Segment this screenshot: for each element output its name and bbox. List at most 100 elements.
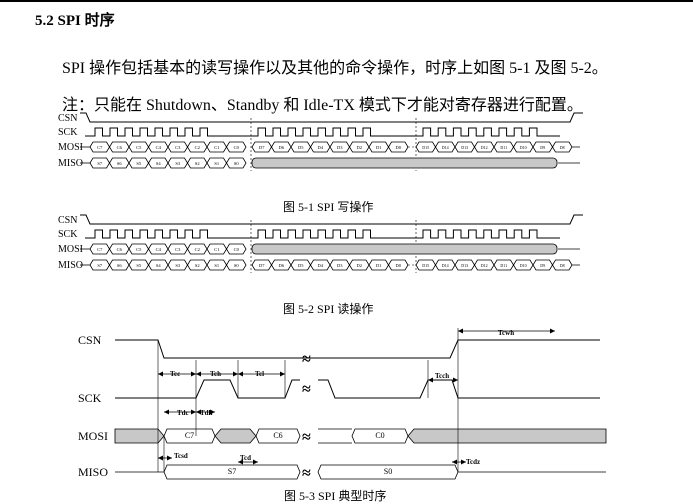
paragraph-2: 注：只能在 Shutdown、Standby 和 Idle-TX 模式下才能对寄… <box>62 97 583 114</box>
fig3-sck-wave <box>115 379 600 399</box>
fig3-tcl-label: Tcl <box>255 370 264 378</box>
fig1-miso-status-bit-label: S2 <box>195 161 200 166</box>
fig1-miso-status-bit-label: S3 <box>175 161 181 166</box>
fig2-mosi-cmd-bit-label: C6 <box>117 247 123 252</box>
fig3-tdh-label: Tdh <box>200 409 213 417</box>
fig2-miso-status-bit-label: S2 <box>195 263 200 268</box>
paragraph-1: SPI 操作包括基本的读写操作以及其他的命令操作，时序上如图 5-1 及图 5-… <box>62 60 608 77</box>
fig3-mosi-bit-c6-label: C6 <box>273 431 282 440</box>
fig1-undefined-bar <box>251 157 558 169</box>
fig1-data-lsb-bit-label: D0 <box>396 145 402 150</box>
fig3-break-mark: ≈ <box>302 465 311 482</box>
figure-5-3-caption: 图 5-3 SPI 典型时序 <box>284 489 387 503</box>
fig1-data-msb-bit-label: D11 <box>500 145 507 150</box>
fig2-data-lsb-bit-label: D5 <box>298 263 304 268</box>
fig3-tcdz-arrow-head-right <box>461 459 466 465</box>
fig1-miso-status-bit-label: S7 <box>97 161 103 166</box>
fig2-miso-status-bit-label: S3 <box>175 263 181 268</box>
fig1-data-msb-bit-label: D12 <box>481 145 488 150</box>
section-heading: 5.2 SPI 时序 <box>35 13 115 29</box>
fig1-data-msb-bit-label: D10 <box>520 145 527 150</box>
fig3-tcl-arrow-head-left <box>238 371 243 377</box>
fig2-miso-status-bit-label: S1 <box>214 263 219 268</box>
fig3-tcl-arrow-head-right <box>280 371 285 377</box>
fig3-tch-arrow-head-left <box>196 371 201 377</box>
fig2-mosi-cmd-bit-label: C2 <box>195 247 200 252</box>
fig3-tcwh-label: Tcwh <box>498 329 514 337</box>
fig2-data-lsb-bit-label: D2 <box>357 263 363 268</box>
fig1-data-lsb-bit-label: D5 <box>298 145 304 150</box>
fig2-data-lsb-bit-label: D7 <box>259 263 265 268</box>
header-rule <box>0 0 693 2</box>
fig2-undefined-bar <box>251 243 558 255</box>
fig1-sck-wave <box>85 127 560 137</box>
fig2-data-msb-bit-label: D10 <box>520 263 527 268</box>
fig3-tcch-label: Tcch <box>435 372 449 380</box>
fig3-tcc-label: Tcc <box>170 370 180 378</box>
fig2-miso-status-bit-label: S7 <box>97 263 103 268</box>
fig3-tcd-arrow-head-left <box>238 459 243 465</box>
fig3-tcch-arrow-head-left <box>428 377 433 383</box>
fig3-mosi-undefined-mid <box>214 428 257 444</box>
fig1-miso-status-bit-label: S4 <box>156 161 162 166</box>
fig3-mosi-bit-c7-label: C7 <box>185 431 194 440</box>
fig3-csn-label: CSN <box>78 333 102 347</box>
fig1-mosi-cmd-bit <box>226 141 247 153</box>
fig2-sck-label: SCK <box>58 229 78 240</box>
fig3-mosi-undefined-right <box>407 428 607 444</box>
fig2-miso-status-bit-label: S5 <box>136 263 142 268</box>
fig3-tdh-arrow-head-right <box>210 409 215 415</box>
fig2-data-msb-bit-label: D13 <box>461 263 468 268</box>
fig1-miso-status-bit-label: S0 <box>234 161 240 166</box>
fig2-mosi-label: MOSI <box>58 244 83 255</box>
fig2-data-lsb-bit-label: D4 <box>318 263 324 268</box>
fig1-miso-status-bit-label: S1 <box>214 161 219 166</box>
fig3-break-mark: ≈ <box>302 429 311 446</box>
fig3-csn-wave <box>115 339 600 359</box>
fig1-mosi-cmd-bit-label: C2 <box>195 145 200 150</box>
fig1-mosi-cmd-bit-label: C0 <box>234 145 240 150</box>
fig3-break-mark: ≈ <box>302 381 311 398</box>
fig3-tcwh-arrow-head-right <box>550 328 555 334</box>
fig1-data-lsb-bit-label: D2 <box>357 145 363 150</box>
fig2-data-msb-bit-label: D9 <box>540 263 545 268</box>
fig2-data-lsb-bit-label: D3 <box>337 263 343 268</box>
fig3-tcsd-arrow-head-right <box>167 455 172 461</box>
fig3-mosi-label: MOSI <box>78 429 108 443</box>
fig1-miso-status-bit-label: S5 <box>136 161 142 166</box>
fig3-tcd-arrow-head-right <box>253 459 258 465</box>
fig3-tcch-arrow-head-right <box>453 377 458 383</box>
fig1-csn-label: CSN <box>58 113 77 124</box>
fig1-data-lsb-bit-label: D6 <box>279 145 285 150</box>
fig1-data-msb-bit-label: D13 <box>461 145 468 150</box>
fig2-miso-status-bit-label: S4 <box>156 263 162 268</box>
fig1-data-msb-bit-label: D9 <box>540 145 545 150</box>
fig3-break-mark: ≈ <box>302 351 311 368</box>
fig3-tcdz-label: Tcdz <box>466 458 480 466</box>
fig2-data-lsb-bit-label: D0 <box>396 263 402 268</box>
fig1-miso-status-bit-label: S6 <box>117 161 123 166</box>
fig1-mosi-cmd-bit-label: C1 <box>214 145 219 150</box>
fig1-data-lsb-bit-label: D3 <box>337 145 343 150</box>
fig1-miso-status-bit <box>226 157 247 169</box>
fig2-mosi-cmd-bit-label: C7 <box>97 247 103 252</box>
fig1-data-lsb-bit-label: D7 <box>259 145 265 150</box>
fig3-tcwh-arrow-head-left <box>458 328 463 334</box>
fig3-tdc-arrow-head-left <box>164 409 169 415</box>
fig2-sck-wave <box>85 229 560 239</box>
fig2-mosi-cmd-bit <box>226 243 247 255</box>
fig2-mosi-cmd-bit-label: C5 <box>136 247 142 252</box>
fig3-tcd-label: Tcd <box>240 454 251 462</box>
fig3-sck-label: SCK <box>78 391 102 405</box>
fig3-tch-label: Tch <box>210 370 221 378</box>
fig2-miso-status-bit-label: S0 <box>234 263 240 268</box>
fig2-data-msb-bit-label: D12 <box>481 263 488 268</box>
fig1-sck-label: SCK <box>58 127 78 138</box>
fig3-tcsd-label: Tcsd <box>174 452 188 460</box>
fig2-data-msb-bit-label: D15 <box>422 263 429 268</box>
fig2-csn-label: CSN <box>58 215 77 226</box>
fig3-mosi-bit-c0-label: C0 <box>375 431 384 440</box>
fig2-mosi-cmd-bit-label: C3 <box>175 247 181 252</box>
fig3-miso-bit-s0-label: S0 <box>384 467 392 476</box>
